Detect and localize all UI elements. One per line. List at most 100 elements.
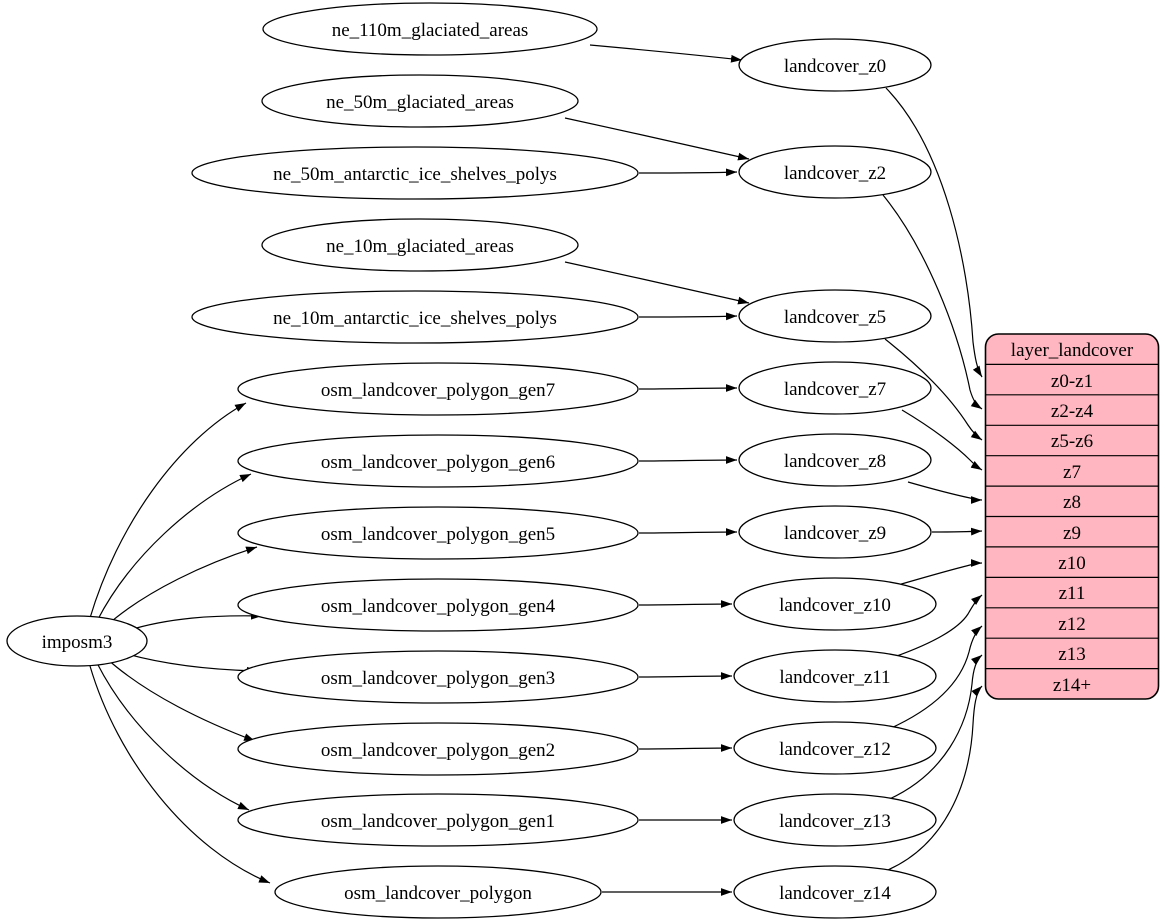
node-z14-shape bbox=[733, 865, 937, 919]
edge-gen2-z12 bbox=[638, 744, 733, 752]
node-z7-shape bbox=[738, 361, 932, 415]
node-imposm3-label: imposm3 bbox=[42, 632, 113, 653]
edge-ne50a-z2 bbox=[638, 168, 738, 177]
edge-imposm3-gen6 bbox=[96, 473, 252, 622]
node-ne10a-label: ne_10m_antarctic_ice_shelves_polys bbox=[273, 308, 557, 329]
node-z13-shape bbox=[733, 793, 937, 847]
node-landcover-z13: landcover_z13 bbox=[733, 793, 937, 847]
edge-z14-row-z14plus bbox=[882, 685, 983, 873]
node-ne10g-shape bbox=[261, 218, 579, 272]
node-osm-landcover-polygon-gen7: osm_landcover_polygon_gen7 bbox=[237, 362, 639, 416]
node-z10-label: landcover_z10 bbox=[779, 595, 891, 616]
node-osm-landcover-polygon-gen1: osm_landcover_polygon_gen1 bbox=[237, 793, 639, 847]
node-z7-label: landcover_z7 bbox=[784, 379, 886, 400]
edge-gen6-z8 bbox=[638, 456, 738, 464]
table-row-label-z12: z12 bbox=[1058, 614, 1085, 635]
node-z0-label: landcover_z0 bbox=[784, 56, 886, 77]
table-row-label-z0-z1: z0-z1 bbox=[1051, 371, 1093, 392]
edge-z7-row-z7 bbox=[901, 409, 983, 471]
table-row-label-z14plus: z14+ bbox=[1053, 675, 1091, 696]
edge-imposm3-gen7 bbox=[89, 402, 247, 619]
node-ne50g-shape bbox=[261, 74, 579, 128]
table-row-label-z9: z9 bbox=[1063, 523, 1081, 544]
node-gen6-shape bbox=[237, 434, 639, 488]
table-layer-landcover: layer_landcover z0-z1 z2-z4 z5-z6 z7 z8 … bbox=[984, 333, 1160, 700]
edge-z12-row-z12 bbox=[888, 625, 983, 730]
node-poly-shape bbox=[274, 865, 602, 919]
node-gen2-label: osm_landcover_polygon_gen2 bbox=[321, 740, 555, 761]
node-ne-10m-glaciated-areas: ne_10m_glaciated_areas bbox=[261, 218, 579, 272]
node-osm-landcover-polygon-gen6: osm_landcover_polygon_gen6 bbox=[237, 434, 639, 488]
edge-imposm3-gen2 bbox=[105, 657, 256, 742]
node-gen4-label: osm_landcover_polygon_gen4 bbox=[321, 596, 556, 617]
node-gen3-label: osm_landcover_polygon_gen3 bbox=[321, 668, 555, 689]
node-gen5-shape bbox=[237, 506, 639, 560]
node-ne10g-label: ne_10m_glaciated_areas bbox=[326, 236, 514, 257]
node-gen7-shape bbox=[237, 362, 639, 416]
edge-gen4-z10 bbox=[638, 600, 733, 608]
edge-ne10g-z5 bbox=[564, 261, 750, 305]
edge-ne110-z0 bbox=[589, 44, 743, 63]
node-z11-shape bbox=[733, 649, 937, 703]
node-landcover-z9: landcover_z9 bbox=[738, 505, 932, 559]
node-landcover-z8: landcover_z8 bbox=[738, 433, 932, 487]
node-osm-landcover-polygon-gen4: osm_landcover_polygon_gen4 bbox=[237, 578, 639, 632]
node-gen4-shape bbox=[237, 578, 639, 632]
node-gen7-label: osm_landcover_polygon_gen7 bbox=[321, 380, 555, 401]
node-landcover-z11: landcover_z11 bbox=[733, 649, 937, 703]
node-gen1-shape bbox=[237, 793, 639, 847]
node-landcover-z12: landcover_z12 bbox=[733, 721, 937, 775]
node-landcover-z14: landcover_z14 bbox=[733, 865, 937, 919]
edge-imposm3-poly bbox=[89, 665, 271, 884]
node-ne110-shape bbox=[262, 2, 598, 56]
node-z2-label: landcover_z2 bbox=[784, 163, 886, 184]
table-row-label-z5-z6: z5-z6 bbox=[1051, 431, 1093, 452]
node-landcover-z7: landcover_z7 bbox=[738, 361, 932, 415]
node-z9-shape bbox=[738, 505, 932, 559]
edge-gen3-z11 bbox=[638, 672, 733, 680]
edge-imposm3-gen1 bbox=[96, 662, 250, 811]
node-ne50a-shape bbox=[191, 146, 639, 200]
node-z9-label: landcover_z9 bbox=[784, 523, 886, 544]
node-gen2-shape bbox=[237, 722, 639, 776]
node-ne50a-label: ne_50m_antarctic_ice_shelves_polys bbox=[273, 164, 557, 185]
edge-imposm3-gen5 bbox=[105, 546, 258, 627]
node-z12-label: landcover_z12 bbox=[779, 739, 891, 760]
node-ne110-label: ne_110m_glaciated_areas bbox=[332, 20, 529, 41]
node-z12-shape bbox=[733, 721, 937, 775]
edge-group-sources bbox=[564, 44, 750, 896]
table-row-label-z2-z4: z2-z4 bbox=[1051, 401, 1094, 422]
node-ne-50m-antarctic-ice-shelves-polys: ne_50m_antarctic_ice_shelves_polys bbox=[191, 146, 639, 200]
node-imposm3: imposm3 bbox=[6, 615, 148, 667]
node-z10-shape bbox=[733, 577, 937, 631]
edge-z11-row-z11 bbox=[893, 594, 983, 658]
node-landcover-z2: landcover_z2 bbox=[738, 145, 932, 199]
node-osm-landcover-polygon-gen3: osm_landcover_polygon_gen3 bbox=[237, 650, 639, 704]
node-z5-label: landcover_z5 bbox=[784, 307, 886, 328]
node-landcover-z5: landcover_z5 bbox=[738, 289, 932, 343]
edge-z8-row-z8 bbox=[907, 481, 983, 504]
edge-group-imposm3 bbox=[89, 402, 271, 884]
edge-ne10a-z5 bbox=[638, 312, 738, 321]
node-z0-shape bbox=[738, 38, 932, 92]
edge-z13-row-z13 bbox=[884, 654, 983, 802]
node-landcover-z10: landcover_z10 bbox=[733, 577, 937, 631]
edge-imposm3-gen3 bbox=[119, 651, 259, 675]
node-gen6-label: osm_landcover_polygon_gen6 bbox=[321, 452, 555, 473]
node-gen1-label: osm_landcover_polygon_gen1 bbox=[321, 811, 555, 832]
table-row-label-z8: z8 bbox=[1063, 492, 1081, 513]
edge-z0-row-z0-z1 bbox=[885, 87, 983, 378]
node-z14-label: landcover_z14 bbox=[779, 883, 891, 904]
node-z13-label: landcover_z13 bbox=[779, 811, 891, 832]
node-gen5-label: osm_landcover_polygon_gen5 bbox=[321, 524, 555, 545]
node-z11-label: landcover_z11 bbox=[779, 667, 890, 688]
edge-z2-row-z2-z4 bbox=[882, 194, 983, 410]
node-gen3-shape bbox=[237, 650, 639, 704]
node-ne-110m-glaciated-areas: ne_110m_glaciated_areas bbox=[262, 2, 598, 56]
node-z8-label: landcover_z8 bbox=[784, 451, 886, 472]
node-osm-landcover-polygon-gen5: osm_landcover_polygon_gen5 bbox=[237, 506, 639, 560]
node-z8-shape bbox=[738, 433, 932, 487]
edge-gen7-z7 bbox=[638, 384, 738, 392]
node-z2-shape bbox=[738, 145, 932, 199]
